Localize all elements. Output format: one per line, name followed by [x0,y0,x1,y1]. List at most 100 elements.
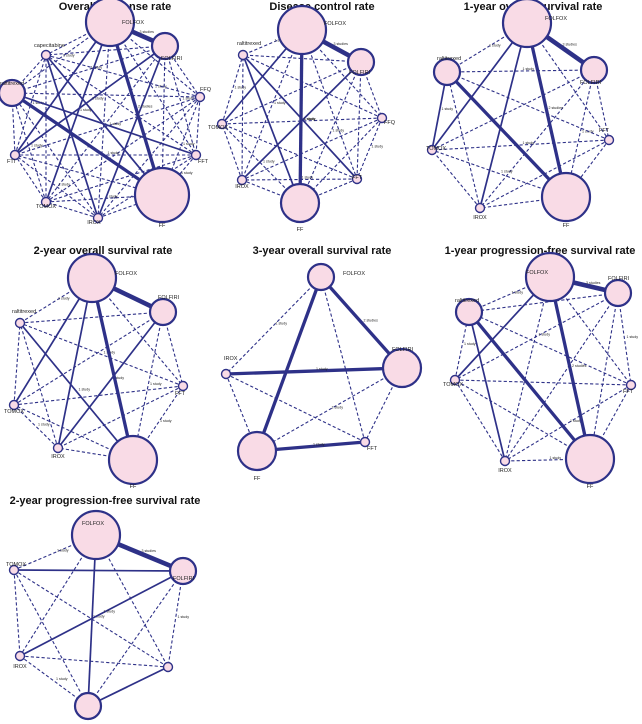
edge-FF-FFT [87,666,169,707]
node-FFT [177,380,189,392]
node-label-IROX: IROX [51,454,65,460]
edge-label: 1 study [63,54,75,58]
node-FOLFIRI [346,47,376,77]
edge-label: 1 study [93,615,105,619]
node-label-FTI: FTI [7,159,16,165]
edge-FFT-raltitrexed [468,311,632,386]
edge-label: 1 study [183,142,195,146]
edge-label: 1 study [92,97,104,101]
panel-title-4: 2-year overall survival rate [34,245,173,257]
node-FOLFIRI [603,278,633,308]
edge-label: 1 study [263,160,275,164]
edge-FOLFOX-FF [90,277,135,461]
node-FOLFIRI [150,31,180,61]
edge-IROX-raltitrexed [11,92,99,219]
edge-raltitrexed-IROX [468,311,506,462]
node-FOLFOX [70,509,122,561]
edge-FOLFIRI-TOMOX [431,69,595,151]
node-label-FF: FF [159,223,166,229]
node-FFT [162,661,174,673]
edge-label: 1 study [235,86,247,90]
edge-FOLFOX-FF [548,276,592,460]
edge-FOLFIRI-FFT [356,61,362,180]
edge-label: 3 studies [586,281,601,285]
edge-IROX-FOLFIRI [19,570,184,657]
edge-FOLFIRI-FF [132,311,164,461]
edge-label: 1 study [276,322,288,326]
edge-IROX-raltitrexed [446,71,481,209]
node-FOLFOX [84,0,136,48]
edge-FFT-TOMOX [13,385,184,406]
node-FFQ [194,91,206,103]
node-capecitabine [40,49,52,61]
node-FFT [351,173,363,185]
edge-FTI-capecitabine [14,54,47,156]
edge-FOLFOX-TOMOX [45,21,111,203]
edge-FFQ-TOMOX [45,96,201,203]
edge-label: 1 study [108,151,120,155]
edge-IROX-FF [225,373,258,452]
edge-FOLFOX-raltitrexed [446,22,528,73]
edge-label: 1 study [113,376,125,380]
edge-FOLFOX-IROX [225,276,322,375]
node-TOMOX [426,144,438,156]
node-label-TOMOX: TOMOX [426,146,446,152]
node-TOMOX [40,196,52,208]
edge-label: 1 study [313,443,325,447]
edge-IROX-FFT [225,373,366,443]
edge-label: 1 study [539,333,551,337]
edge-FOLFIRI-FFT [164,45,197,156]
edge-FOLFOX-IROX [504,276,551,462]
node-label-FFT: FFT [599,128,610,134]
edge-label: 2 studies [364,319,379,323]
node-label-TOMOX: TOMOX [443,382,463,388]
edge-FFT-raltitrexed [19,322,184,387]
node-FOLFIRI [381,347,423,389]
edge-FFQ-FFT [195,96,201,156]
edge-FFT-TOMOX [454,379,632,386]
node-label-IROX: IROX [473,215,487,221]
edge-label: 1 study [104,610,116,614]
node-FOLFIRI [579,55,609,85]
edge-FOLFOX-IROX [57,277,93,449]
edge-label: 1 study [333,129,345,133]
edge-label: 3 studies [142,549,157,553]
node-label-FOLFIRI: FOLFIRI [392,347,414,353]
edge-label: 3 studies [334,42,349,46]
node-label-FOLFOX: FOLFOX [343,271,365,277]
node-FF [236,430,278,472]
edge-label: 1 study [523,67,535,71]
edge-FOLFOX-FFT [320,276,366,443]
edge-raltitrexed-FF [467,310,592,461]
edge-IROX-raltitrexed [241,54,244,181]
node-label-IROX: IROX [13,664,27,670]
edge-FOLFOX-FFQ [109,21,201,98]
edge-label: 1 study [183,97,195,101]
edge-IROX-FTI [14,154,99,219]
node-FOLFOX [524,251,576,303]
node-FFT [190,149,202,161]
edge-TOMOX-raltitrexed [221,54,244,125]
edge-FOLFOX-FFT [109,21,197,156]
node-FOLFOX [501,0,553,49]
node-FF [279,182,321,224]
node-label-raltitrexed: raltitrexed [237,41,261,47]
edge-label: 1 study [512,291,524,295]
node-label-IROX: IROX [235,184,249,190]
node-label-FFQ: FFQ [200,87,212,93]
node-label-FOLFIRI: FOLFIRI [580,80,602,86]
node-label-FOLFOX: FOLFOX [82,521,104,527]
edge-FOLFIRI-raltitrexed [242,54,362,63]
edge-FFT-raltitrexed [446,71,610,141]
node-label-FOLFOX: FOLFOX [324,21,346,27]
node-label-FF: FF [587,484,594,490]
node-label-raltitrexed: raltitrexed [12,309,36,315]
edge-label: 1 study [501,170,513,174]
edge-FOLFIRI-TOMOX [13,311,164,406]
edge-FFT-IROX [504,384,632,462]
